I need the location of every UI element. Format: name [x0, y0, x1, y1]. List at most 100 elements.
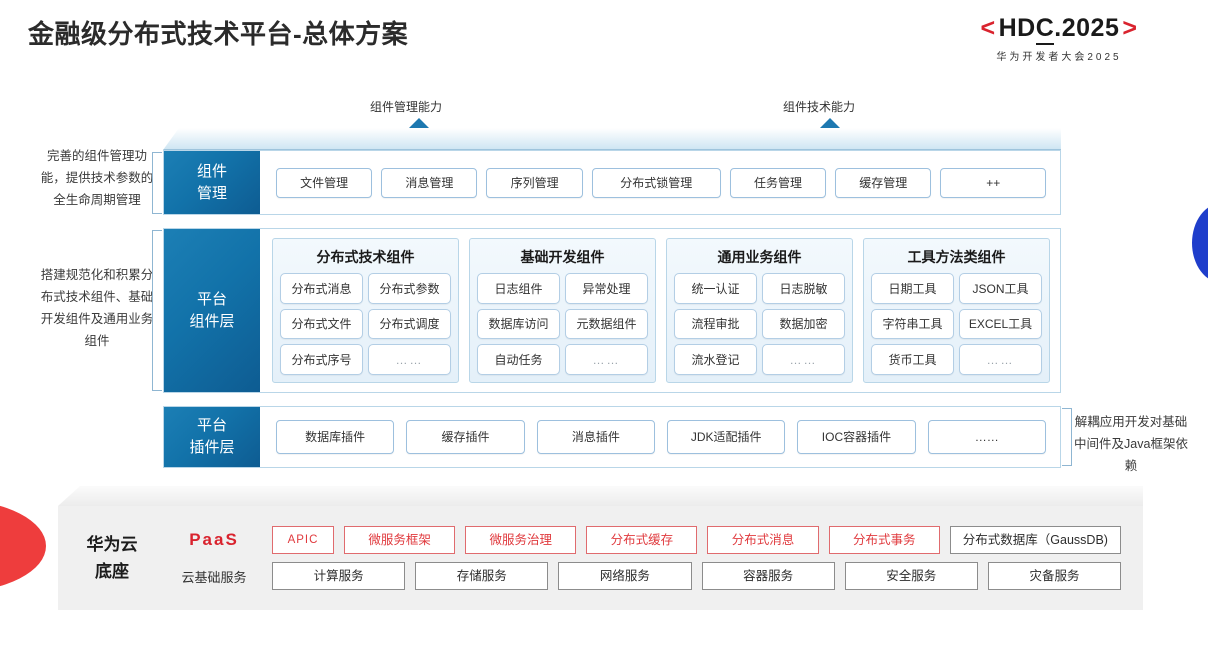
component-cell[interactable]: 字符串工具	[871, 308, 954, 340]
chip-plugin-item[interactable]: 数据库插件	[276, 420, 395, 454]
component-cell[interactable]: 分布式调度	[368, 308, 451, 340]
paas-pill[interactable]: 微服务框架	[344, 526, 456, 554]
cloud-service-pill[interactable]: 计算服务	[272, 562, 406, 590]
component-cell-more[interactable]: ……	[762, 344, 845, 375]
chip-plugin-item[interactable]: IOC容器插件	[797, 420, 916, 454]
cloud-service-pill[interactable]: 存储服务	[415, 562, 549, 590]
huawei-cloud-base-panel: 华为云 底座 PaaS APIC 微服务框架微服务治理分布式缓存分布式消息分布式事…	[58, 506, 1143, 610]
paas-pill[interactable]: APIC	[272, 526, 334, 554]
layer-label-platform-plugin: 平台 插件层	[164, 407, 260, 467]
paas-pill[interactable]: 分布式数据库（GaussDB)	[949, 526, 1121, 554]
component-group-title: 通用业务组件	[717, 249, 802, 265]
chip-management-item[interactable]: ++	[940, 167, 1047, 198]
arrow-label-management: 组件管理能力	[370, 100, 443, 114]
component-group-grid: 统一认证日志脱敏流程审批数据加密流水登记……	[674, 273, 845, 375]
bracket-left-mid	[152, 230, 162, 391]
chip-plugin-more[interactable]: ……	[927, 420, 1046, 454]
chip-management-item[interactable]: 任务管理	[729, 167, 827, 198]
layer-label-line2: 插件层	[189, 439, 235, 456]
chip-plugin-item[interactable]: 缓存插件	[406, 420, 525, 454]
cloud-service-pill[interactable]: 网络服务	[558, 562, 692, 590]
component-cell[interactable]: 元数据组件	[565, 308, 648, 340]
component-cell[interactable]: 货币工具	[871, 344, 954, 375]
chip-plugin-item[interactable]: 消息插件	[536, 420, 655, 454]
chip-plugin-item[interactable]: JDK适配插件	[666, 420, 786, 454]
component-group: 分布式技术组件分布式消息分布式参数分布式文件分布式调度分布式序号……	[272, 238, 459, 383]
side-note-left-top: 完善的组件管理功能，提供技术参数的全生命周期管理	[40, 149, 154, 207]
angle-bracket-right-icon: >	[1122, 14, 1138, 42]
angle-bracket-left-icon: <	[980, 14, 996, 42]
layer-body-platform-component: 分布式技术组件分布式消息分布式参数分布式文件分布式调度分布式序号……基础开发组件…	[260, 229, 1060, 392]
page-title: 金融级分布式技术平台-总体方案	[28, 19, 409, 49]
layer-body-component-management: 文件管理消息管理序列管理分布式锁管理任务管理缓存管理 ++	[260, 151, 1060, 214]
component-cell-more[interactable]: ……	[959, 344, 1042, 375]
component-cell[interactable]: 日志组件	[477, 273, 560, 304]
component-cell[interactable]: 数据库访问	[477, 308, 560, 340]
component-cell[interactable]: EXCEL工具	[959, 308, 1042, 340]
hdc-logo: <HDC.2025> 华为开发者大会2025	[924, 14, 1194, 63]
component-cell[interactable]: 日志脱敏	[762, 273, 845, 304]
component-group-grid: 日志组件异常处理数据库访问元数据组件自动任务……	[477, 273, 648, 375]
base-panel-bevel	[58, 486, 1143, 506]
layer-label-line1: 平台	[196, 417, 227, 435]
paas-pill[interactable]: 微服务治理	[465, 526, 577, 554]
cloud-service-pill[interactable]: 灾备服务	[987, 562, 1122, 590]
base-title: 华为云 底座	[58, 531, 166, 585]
layer-platform-plugin: 平台 插件层 数据库插件缓存插件消息插件 JDK适配插件 IOC容器插件 ……	[163, 406, 1061, 468]
component-cell[interactable]: 流水登记	[674, 344, 757, 375]
layer-label-platform-component: 平台 组件层	[164, 229, 260, 392]
component-cell[interactable]: 分布式序号	[280, 344, 363, 375]
component-cell[interactable]: 自动任务	[477, 344, 560, 375]
red-wedge-decoration	[0, 500, 46, 592]
paas-label: PaaS	[189, 530, 239, 549]
component-cell[interactable]: 分布式消息	[280, 273, 363, 304]
chip-management-item[interactable]: 分布式锁管理	[591, 167, 721, 198]
paas-pill[interactable]: 分布式缓存	[586, 526, 698, 554]
base-rows: PaaS APIC 微服务框架微服务治理分布式缓存分布式消息分布式事务分布式数据库…	[166, 526, 1143, 590]
component-cell[interactable]: JSON工具	[959, 273, 1042, 304]
cloud-service-label: 云基础服务	[181, 569, 247, 585]
layer-label-component-management: 组件 管理	[164, 151, 260, 214]
paas-items: APIC 微服务框架微服务治理分布式缓存分布式消息分布式事务分布式数据库（Gaus…	[272, 526, 1121, 554]
hdc-logo-subtitle: 华为开发者大会2025	[996, 52, 1122, 63]
cloud-service-pill[interactable]: 安全服务	[844, 562, 978, 590]
paas-pill[interactable]: 分布式事务	[828, 526, 940, 554]
component-cell[interactable]: 分布式参数	[368, 273, 451, 304]
cloud-service-pill[interactable]: 容器服务	[701, 562, 835, 590]
base-title-line2: 底座	[95, 562, 129, 581]
chip-management-item[interactable]: 序列管理	[486, 167, 583, 198]
bracket-right	[1062, 408, 1072, 466]
layer-component-management: 组件 管理 文件管理消息管理序列管理分布式锁管理任务管理缓存管理 ++	[163, 150, 1061, 215]
hdc-logo-text: HDC.2025	[999, 14, 1120, 45]
component-cell[interactable]: 异常处理	[565, 273, 648, 304]
side-note-right: 解耦应用开发对基础中间件及Java框架依赖	[1074, 415, 1188, 473]
component-cell-more[interactable]: ……	[565, 344, 648, 375]
chip-management-item[interactable]: 消息管理	[381, 167, 478, 198]
component-cell[interactable]: 日期工具	[871, 273, 954, 304]
stack-top-band	[163, 128, 1061, 150]
paas-pill[interactable]: 分布式消息	[707, 526, 819, 554]
layer-label-line2: 组件层	[189, 312, 235, 330]
base-title-line1: 华为云	[86, 534, 138, 554]
base-row-paas: PaaS APIC 微服务框架微服务治理分布式缓存分布式消息分布式事务分布式数据库…	[166, 526, 1121, 554]
component-cell[interactable]: 数据加密	[762, 308, 845, 340]
component-cell[interactable]: 统一认证	[674, 273, 757, 304]
layer-label-line2: 管理	[196, 184, 227, 202]
component-group-title: 基础开发组件	[520, 249, 605, 265]
layer-platform-component: 平台 组件层 分布式技术组件分布式消息分布式参数分布式文件分布式调度分布式序号……	[163, 228, 1061, 393]
chip-management-item[interactable]: 缓存管理	[835, 167, 932, 198]
layer-body-platform-plugin: 数据库插件缓存插件消息插件 JDK适配插件 IOC容器插件 ……	[260, 407, 1060, 467]
layer-label-line1: 组件	[196, 162, 227, 180]
component-group: 基础开发组件日志组件异常处理数据库访问元数据组件自动任务……	[469, 238, 656, 383]
chip-management-item[interactable]: 文件管理	[276, 167, 373, 198]
component-group-title: 工具方法类组件	[907, 249, 1006, 265]
component-cell-more[interactable]: ……	[368, 344, 451, 375]
cloud-items: 计算服务存储服务网络服务容器服务安全服务灾备服务	[272, 562, 1122, 590]
component-cell[interactable]: 流程审批	[674, 308, 757, 340]
arrow-label-technology: 组件技术能力	[783, 100, 856, 114]
component-cell[interactable]: 分布式文件	[280, 308, 363, 340]
layer-label-line1: 平台	[196, 290, 227, 308]
side-note-left-mid: 搭建规范化和积累分布式技术组件、基础开发组件及通用业务组件	[40, 268, 154, 348]
